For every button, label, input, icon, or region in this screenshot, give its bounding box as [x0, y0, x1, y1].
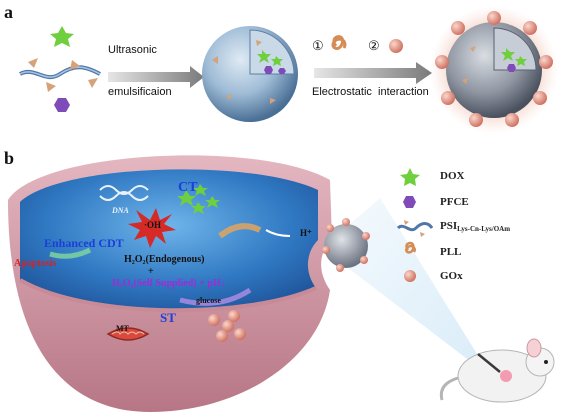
ct-label: CT	[178, 180, 198, 195]
step-marker-1: ①	[312, 38, 324, 53]
purple-hexagon-icon	[403, 196, 416, 208]
entering-nanoparticle	[322, 218, 370, 272]
mt-label: MT	[116, 324, 129, 333]
legend-label-pll: PLL	[440, 246, 462, 258]
legend-label-pfce: PFCE	[440, 196, 469, 208]
polymer-strand-icon	[396, 222, 434, 232]
cell-contents	[49, 184, 291, 342]
panel-b-diagram	[8, 155, 555, 412]
glucose-label: glucose	[196, 296, 221, 305]
oh-burst-icon	[128, 208, 176, 248]
panel-a-diagram	[19, 6, 558, 134]
step-marker-2: ②	[368, 38, 380, 53]
legend-label-dox: DOX	[440, 170, 465, 182]
arrow-electrostatic	[314, 62, 432, 84]
h2o2-self-supplied-label: H₂O₂(Self Supplied) + pH↓	[112, 278, 226, 289]
plus-sign: +	[148, 266, 154, 277]
arrow-ultrasonic	[108, 66, 204, 88]
legend: DOX PFCE PSILys-Cn-Lys/OAm PLL GOx	[396, 166, 558, 296]
legend-psi-main: PSI	[440, 220, 458, 232]
gox-sphere-icon	[389, 39, 403, 53]
green-star-icon	[400, 168, 420, 186]
pink-sphere-icon	[404, 270, 416, 282]
apoptosis-label: Apoptosis	[14, 258, 57, 269]
legend-label-gox: GOx	[440, 270, 463, 282]
pll-coil-icon	[331, 35, 347, 50]
dna-label: DNA	[112, 206, 129, 215]
legend-psi-subscript: Lys-Cn-Lys/OAm	[457, 225, 511, 233]
pfce-hexagon-icon	[54, 98, 70, 112]
legend-label-psi: PSILys-Cn-Lys/OAm	[440, 220, 510, 233]
oh-label: ·OH	[144, 220, 162, 230]
st-label: ST	[160, 310, 176, 325]
dox-star-icon	[50, 26, 74, 47]
raw-materials-group	[19, 26, 101, 112]
pll-coil-icon	[405, 241, 416, 254]
h2o2-endogenous-label: H₂O₂(Endogenous)	[124, 254, 205, 265]
h-plus-label: H⁺	[300, 228, 312, 238]
final-nanoparticle	[430, 6, 558, 134]
tumor-cell	[8, 155, 332, 412]
mouse-icon	[439, 338, 555, 403]
arrow2-label: Electrostatic interaction	[312, 86, 429, 98]
emulsion-nanoparticle	[202, 26, 298, 122]
dna-helix-icon	[99, 185, 149, 195]
legend-icons	[396, 168, 434, 282]
arrow1-top-label: Ultrasonic	[108, 44, 157, 56]
arrow1-bottom-label: emulsificaion	[108, 86, 172, 98]
enhanced-cdt-label: Enhanced CDT	[44, 236, 124, 250]
panel-a-label: a	[4, 2, 13, 22]
panel-b-label: b	[4, 148, 15, 168]
